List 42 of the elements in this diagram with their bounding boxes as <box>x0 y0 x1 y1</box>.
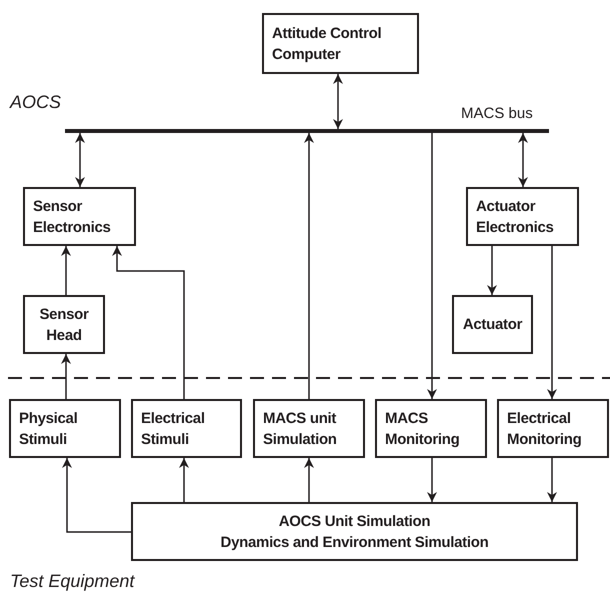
arrow <box>112 246 185 399</box>
block-box <box>23 295 105 354</box>
block-label: Attitude Control Computer <box>272 24 382 64</box>
block-box <box>452 295 533 354</box>
block-label: Physical Stimuli <box>19 408 78 450</box>
arrow <box>62 458 131 533</box>
block-box <box>497 399 609 458</box>
block-label: AOCS Unit Simulation <box>278 512 430 532</box>
block-label: MACS Monitoring <box>385 408 460 450</box>
block-box <box>131 399 242 458</box>
block-label: Electrical Stimuli <box>141 408 206 450</box>
bus-bar <box>65 129 549 133</box>
block-label: Actuator <box>462 315 522 335</box>
block-label: Sensor Head <box>38 304 90 346</box>
block-label: Sensor Electronics <box>33 196 112 238</box>
block-label: Dynamics and Environment Simulation <box>220 532 488 552</box>
arrow <box>179 458 189 502</box>
block-label: Electrical Monitoring <box>507 408 582 450</box>
section-label: Test Equipment <box>10 571 134 592</box>
arrow <box>61 354 71 399</box>
arrow <box>333 74 343 129</box>
bus-label: MACS bus <box>461 105 533 122</box>
arrow <box>427 458 437 502</box>
block-label: MACS unit Simulation <box>263 408 338 450</box>
arrow <box>547 246 557 399</box>
block-box <box>466 187 579 246</box>
arrow <box>547 458 557 502</box>
arrow <box>304 458 314 502</box>
block-box <box>9 399 121 458</box>
section-label: AOCS <box>10 92 62 113</box>
arrow <box>487 246 497 295</box>
arrow <box>75 133 85 187</box>
arrow <box>518 133 528 187</box>
arrow <box>427 133 437 399</box>
block-box <box>253 399 365 458</box>
block-box <box>23 187 136 246</box>
block-box <box>131 502 578 561</box>
block-box <box>262 13 419 74</box>
arrow <box>61 246 71 295</box>
block-label: Actuator Electronics <box>476 196 555 238</box>
block-box <box>375 399 487 458</box>
arrow <box>304 133 314 399</box>
